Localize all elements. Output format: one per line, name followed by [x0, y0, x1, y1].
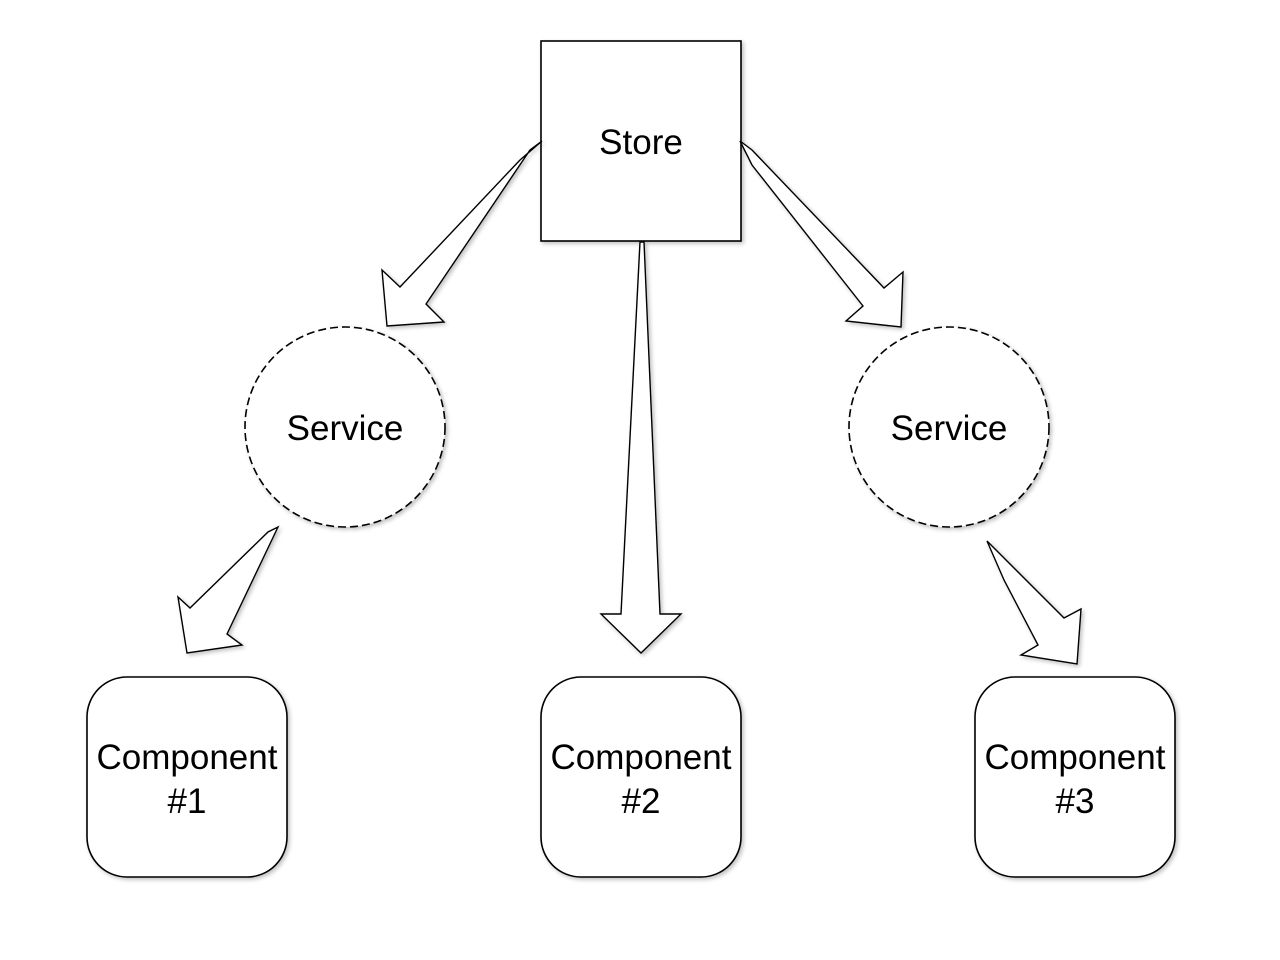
service-left-circle	[244, 326, 446, 528]
arrow-service-left-to-component-1	[176, 525, 280, 654]
component-2-label-line2: #2	[622, 782, 661, 821]
component-1-node: Component #1	[86, 676, 288, 878]
component-1-box	[86, 676, 288, 878]
component-3-label-line1: Component	[985, 738, 1166, 777]
component-2-label-line1: Component	[551, 738, 732, 777]
store-label: Store	[599, 123, 683, 162]
service-left-node: Service	[244, 326, 446, 528]
component-1-label-line1: Component	[97, 738, 278, 777]
arrows	[176, 140, 1082, 665]
component-2-box	[540, 676, 742, 878]
component-2-node: Component #2	[540, 676, 742, 878]
arrow-service-right-to-component-3	[986, 540, 1082, 665]
store-node: Store	[540, 40, 742, 242]
component-3-box	[974, 676, 1176, 878]
service-right-label: Service	[891, 409, 1008, 448]
component-1-label-line2: #1	[168, 782, 207, 821]
service-right-circle	[848, 326, 1050, 528]
service-left-label: Service	[287, 409, 404, 448]
component-3-node: Component #3	[974, 676, 1176, 878]
arrow-store-to-component-2	[599, 241, 683, 654]
store-box	[540, 40, 742, 242]
component-3-label-line2: #3	[1056, 782, 1095, 821]
arrow-store-to-service-left	[381, 140, 543, 327]
service-right-node: Service	[848, 326, 1050, 528]
arrow-store-to-service-right	[739, 140, 904, 328]
